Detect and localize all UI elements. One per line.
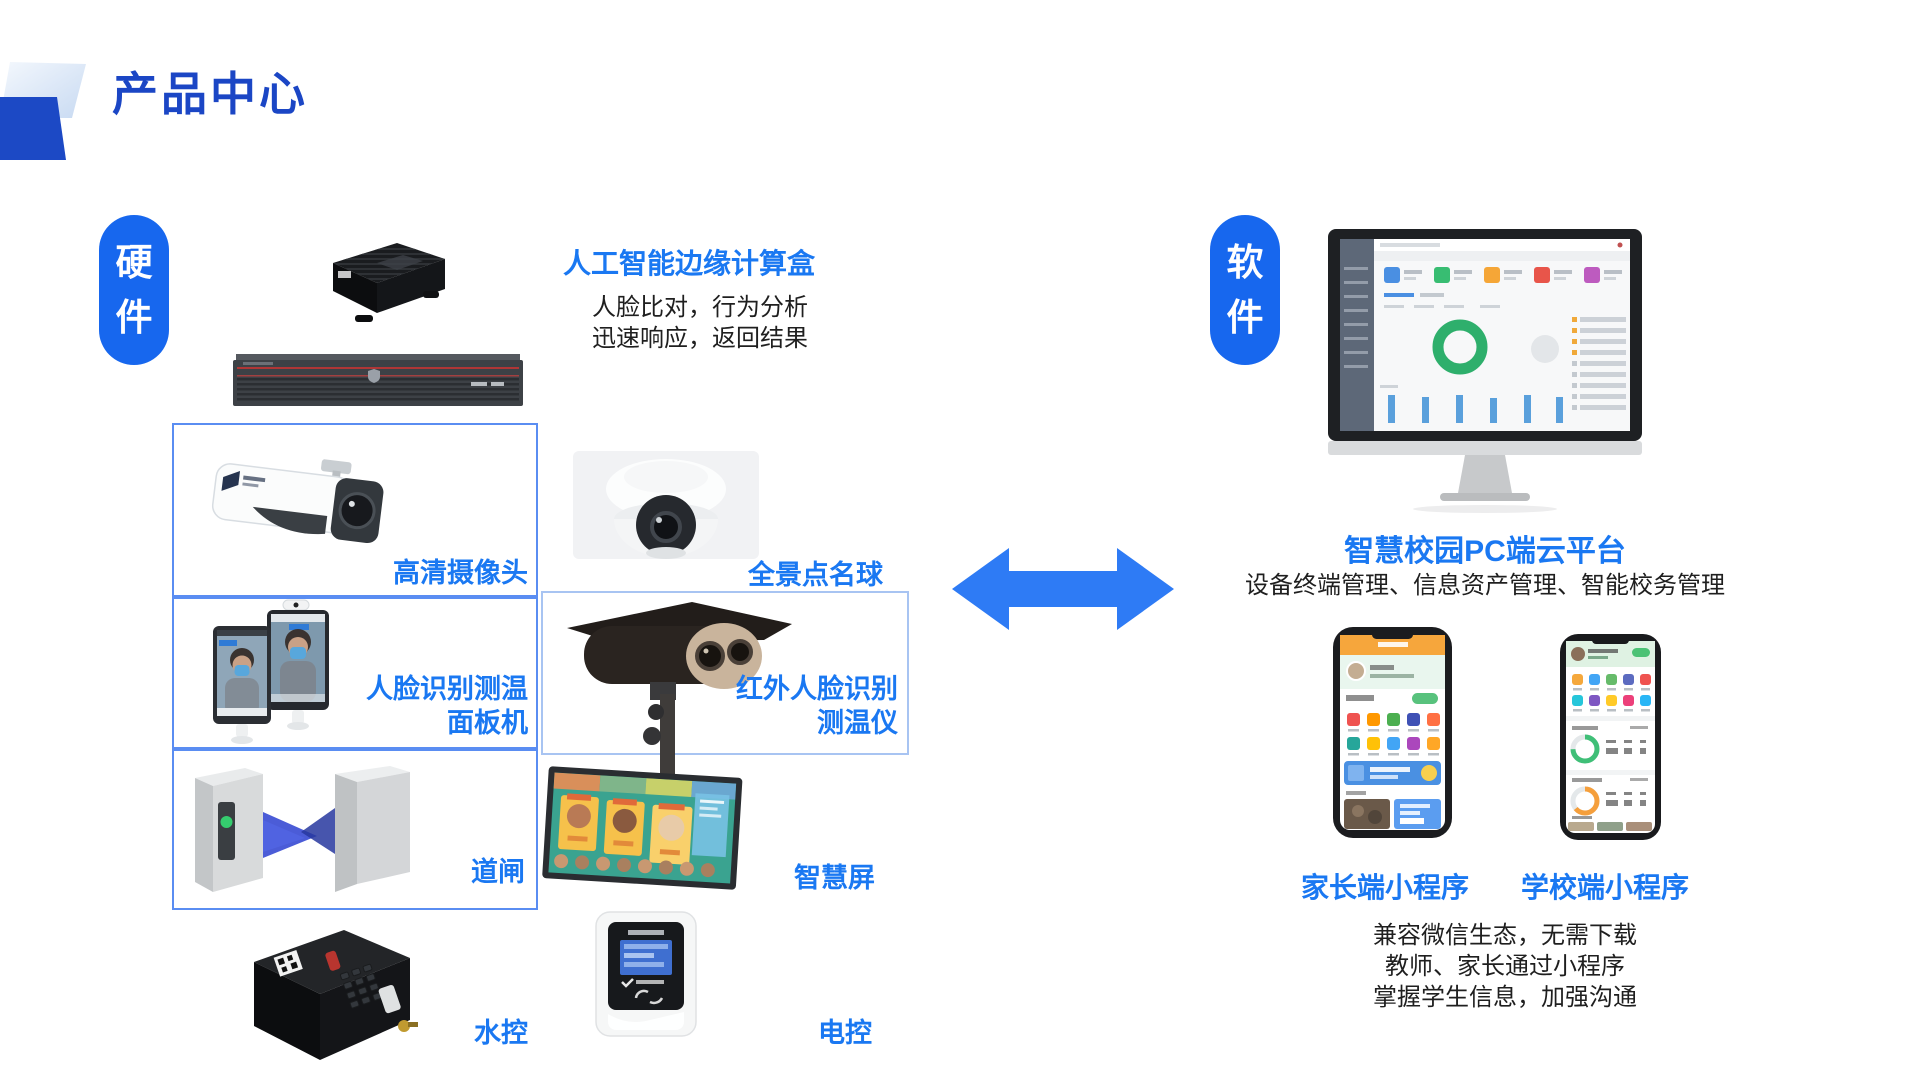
water-controller-image: [254, 930, 418, 1060]
hd-bullet-camera-image: [211, 459, 384, 544]
edge-box-desc-line1: 人脸比对，行为分析: [592, 294, 808, 321]
hardware-box-hd-camera: [172, 423, 538, 599]
hardware-box-gate: [172, 747, 538, 910]
hardware-software-arrow-icon: [952, 548, 1174, 630]
hardware-badge: 硬件: [99, 215, 169, 365]
face-panel-label: 人脸识别测温 面板机: [366, 674, 528, 738]
gate-label: 道闸: [471, 857, 525, 887]
ir-camera-label: 红外人脸识别 测温仪: [736, 674, 898, 738]
school-miniprogram-phone-image: [1560, 634, 1661, 840]
power-control-label: 电控: [818, 1018, 872, 1048]
miniprogram-desc-line2: 教师、家长通过小程序: [1385, 953, 1625, 980]
edge-computing-box-image: [333, 243, 445, 322]
page-title: 产品中心: [112, 68, 308, 120]
pc-platform-title: 智慧校园PC端云平台: [1344, 535, 1626, 568]
edge-box-title: 人工智能边缘计算盒: [563, 248, 816, 279]
hardware-box-face-panel: [172, 595, 538, 751]
dome-camera-label: 全景点名球: [748, 560, 883, 590]
hardware-badge-label: 硬件: [115, 241, 153, 339]
corner-decoration: [0, 62, 86, 160]
school-miniprogram-label: 学校端小程序: [1520, 872, 1689, 903]
miniprogram-desc-line1: 兼容微信生态，无需下载: [1373, 922, 1637, 949]
dome-camera-image: [573, 451, 759, 559]
pc-platform-description: 设备终端管理、信息资产管理、智能校务管理: [1245, 572, 1725, 599]
miniprogram-description: 兼容微信生态，无需下载 教师、家长通过小程序 掌握学生信息，加强沟通: [1320, 920, 1690, 1013]
water-control-label: 水控: [474, 1018, 528, 1048]
edge-box-description: 人脸比对，行为分析 迅速响应，返回结果: [540, 292, 860, 354]
parent-miniprogram-phone-image: [1333, 627, 1452, 838]
software-badge: 软件: [1210, 215, 1280, 365]
parent-miniprogram-label: 家长端小程序: [1300, 872, 1469, 903]
face-recognition-panel-image: [213, 599, 329, 744]
hardware-box-ir-camera: [541, 591, 909, 755]
miniprogram-desc-line3: 掌握学生信息，加强沟通: [1373, 984, 1637, 1011]
pc-platform-monitor-image: [1328, 229, 1642, 513]
smart-screen-label: 智慧屏: [794, 863, 875, 893]
nvr-recorder-image: [233, 354, 523, 406]
infrared-camera-image: [567, 602, 792, 796]
software-badge-label: 软件: [1226, 241, 1264, 339]
turnstile-gate-image: [195, 766, 410, 892]
smart-screen-image: [542, 766, 743, 890]
edge-box-desc-line2: 迅速响应，返回结果: [592, 325, 808, 352]
power-controller-image: [595, 911, 697, 1037]
hd-camera-label: 高清摄像头: [393, 558, 528, 588]
